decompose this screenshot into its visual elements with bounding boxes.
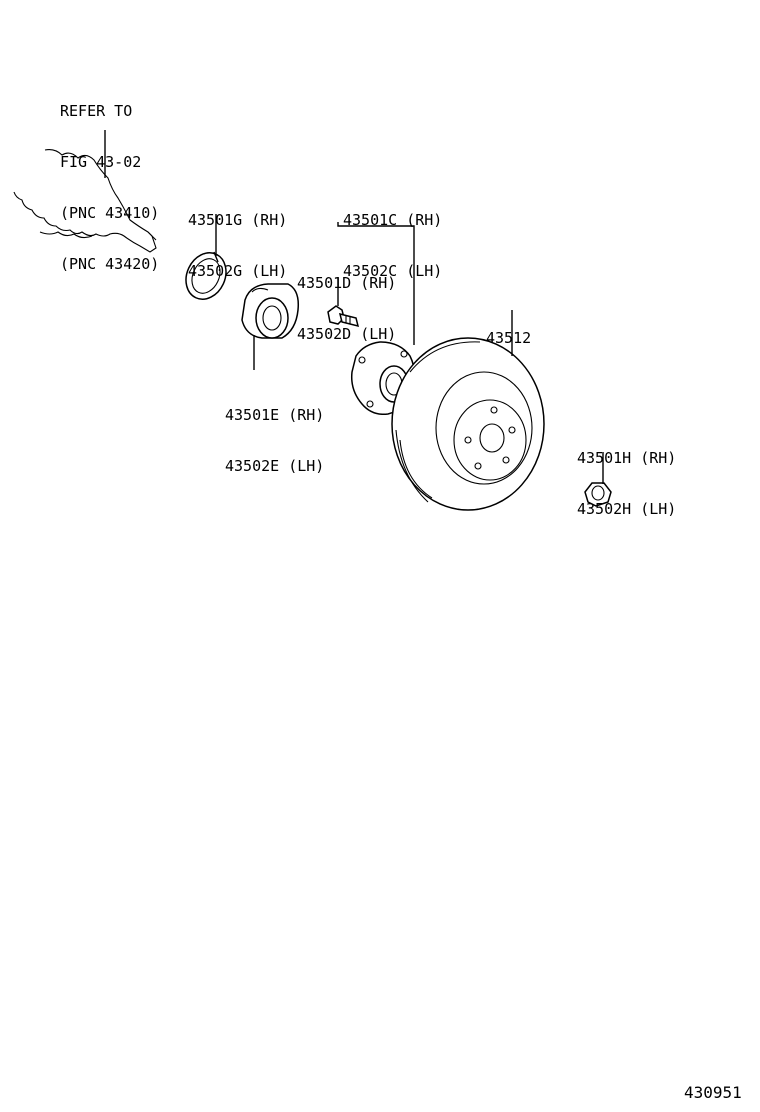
refer-note-line-2: FIG 43-02 (60, 153, 142, 171)
nut-part-lh: 43502H (LH) (577, 500, 677, 518)
snap-ring-label: 43501G (RH) 43502G (LH) (188, 178, 287, 314)
drive-shaft-illustration (13, 149, 157, 253)
nut-label: 43501H (RH) 43502H (LH) (577, 416, 676, 552)
hub-part-rh: 43501C (RH) (343, 211, 443, 229)
hub-bolt-illustration (327, 305, 360, 328)
hub-nut-illustration (584, 482, 612, 507)
refer-note-line-1: REFER TO (60, 102, 133, 120)
bearing-illustration (241, 283, 300, 339)
figure-number: 430951 (684, 1083, 742, 1102)
hub-leader-bracket (337, 222, 415, 345)
hub-bolt-label: 43501D (RH) 43502D (LH) (297, 241, 396, 377)
snap-ring-part-rh: 43501G (RH) (188, 211, 288, 229)
hub-part-lh: 43502C (LH) (343, 262, 443, 280)
hub-bolt-part-rh: 43501D (RH) (297, 274, 397, 292)
disc-rotor-illustration (391, 337, 545, 511)
disc-label: 43512 (486, 296, 531, 381)
disc-part-number: 43512 (486, 329, 532, 347)
bearing-part-lh: 43502E (LH) (225, 457, 325, 475)
bearing-label: 43501E (RH) 43502E (LH) (225, 373, 324, 509)
hub-bolt-part-lh: 43502D (LH) (297, 325, 397, 343)
nut-part-rh: 43501H (RH) (577, 449, 677, 467)
refer-note: REFER TO FIG 43-02 (PNC 43410) (PNC 4342… (60, 69, 159, 307)
refer-note-line-3: (PNC 43410) (60, 204, 160, 222)
refer-note-line-4: (PNC 43420) (60, 255, 160, 273)
bearing-part-rh: 43501E (RH) (225, 406, 325, 424)
snap-ring-part-lh: 43502G (LH) (188, 262, 288, 280)
hub-label: 43501C (RH) 43502C (LH) (343, 178, 442, 314)
